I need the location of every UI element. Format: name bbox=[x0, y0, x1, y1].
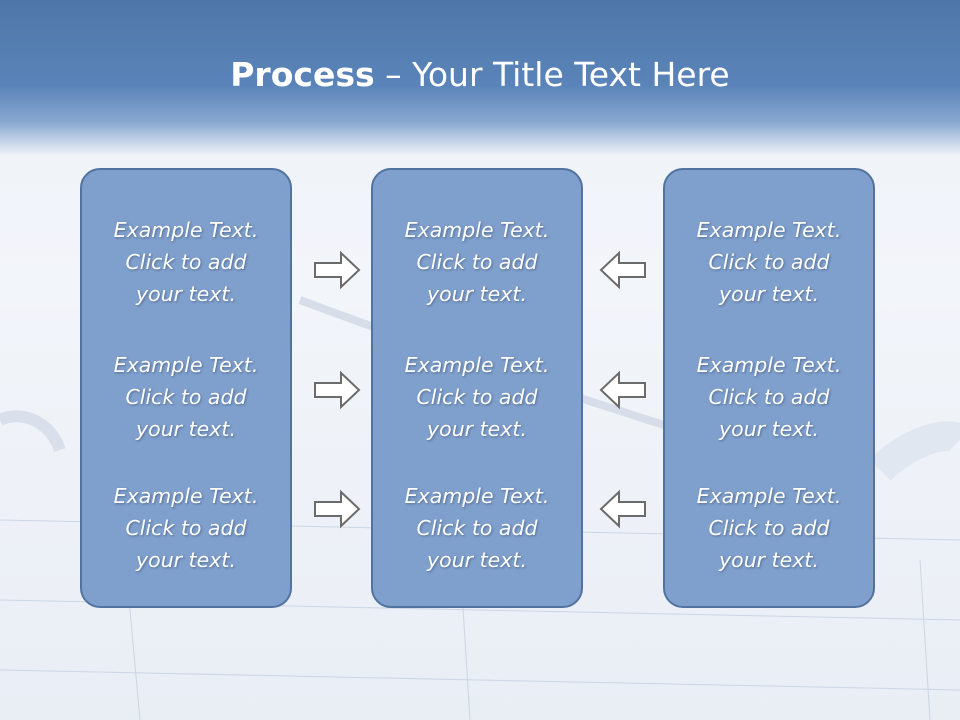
text-line: Example Text. bbox=[404, 353, 550, 377]
arrow-right-icon[interactable] bbox=[313, 370, 363, 410]
text-line: your text. bbox=[719, 282, 819, 306]
text-line: Click to add bbox=[416, 516, 538, 540]
title-bold-part: Process bbox=[230, 55, 375, 94]
text-line: Example Text. bbox=[696, 484, 842, 508]
text-line: Example Text. bbox=[696, 218, 842, 242]
text-line: Example Text. bbox=[113, 353, 259, 377]
arrow-left-icon[interactable] bbox=[597, 489, 647, 529]
text-line: Click to add bbox=[708, 385, 830, 409]
arrow-left-icon[interactable] bbox=[597, 370, 647, 410]
text-line: your text. bbox=[136, 417, 236, 441]
text-line: your text. bbox=[719, 548, 819, 572]
text-line: your text. bbox=[719, 417, 819, 441]
text-block[interactable]: Example Text. Click to add your text. bbox=[665, 349, 873, 445]
arrow-left-icon[interactable] bbox=[597, 250, 647, 290]
title-banner bbox=[0, 0, 960, 155]
text-block[interactable]: Example Text. Click to add your text. bbox=[82, 214, 290, 310]
text-line: Example Text. bbox=[404, 218, 550, 242]
arrow-right-icon[interactable] bbox=[313, 250, 363, 290]
slide-title[interactable]: Process – Your Title Text Here bbox=[0, 52, 960, 98]
text-line: Example Text. bbox=[696, 353, 842, 377]
text-line: Click to add bbox=[416, 250, 538, 274]
text-line: your text. bbox=[427, 548, 527, 572]
text-line: Example Text. bbox=[404, 484, 550, 508]
text-line: your text. bbox=[136, 548, 236, 572]
text-line: Example Text. bbox=[113, 218, 259, 242]
title-rest-part: – Your Title Text Here bbox=[374, 55, 730, 94]
process-box-right[interactable]: Example Text. Click to add your text. Ex… bbox=[663, 168, 875, 608]
text-line: your text. bbox=[427, 417, 527, 441]
text-line: Click to add bbox=[708, 516, 830, 540]
text-line: your text. bbox=[136, 282, 236, 306]
text-block[interactable]: Example Text. Click to add your text. bbox=[82, 349, 290, 445]
text-block[interactable]: Example Text. Click to add your text. bbox=[665, 480, 873, 576]
process-box-left[interactable]: Example Text. Click to add your text. Ex… bbox=[80, 168, 292, 608]
text-line: Click to add bbox=[125, 516, 247, 540]
text-block[interactable]: Example Text. Click to add your text. bbox=[373, 349, 581, 445]
process-box-middle[interactable]: Example Text. Click to add your text. Ex… bbox=[371, 168, 583, 608]
arrow-right-icon[interactable] bbox=[313, 489, 363, 529]
text-line: Click to add bbox=[125, 385, 247, 409]
text-line: Click to add bbox=[125, 250, 247, 274]
text-block[interactable]: Example Text. Click to add your text. bbox=[665, 214, 873, 310]
text-block[interactable]: Example Text. Click to add your text. bbox=[373, 480, 581, 576]
text-line: Example Text. bbox=[113, 484, 259, 508]
text-block[interactable]: Example Text. Click to add your text. bbox=[373, 214, 581, 310]
text-block[interactable]: Example Text. Click to add your text. bbox=[82, 480, 290, 576]
text-line: Click to add bbox=[416, 385, 538, 409]
text-line: your text. bbox=[427, 282, 527, 306]
text-line: Click to add bbox=[708, 250, 830, 274]
